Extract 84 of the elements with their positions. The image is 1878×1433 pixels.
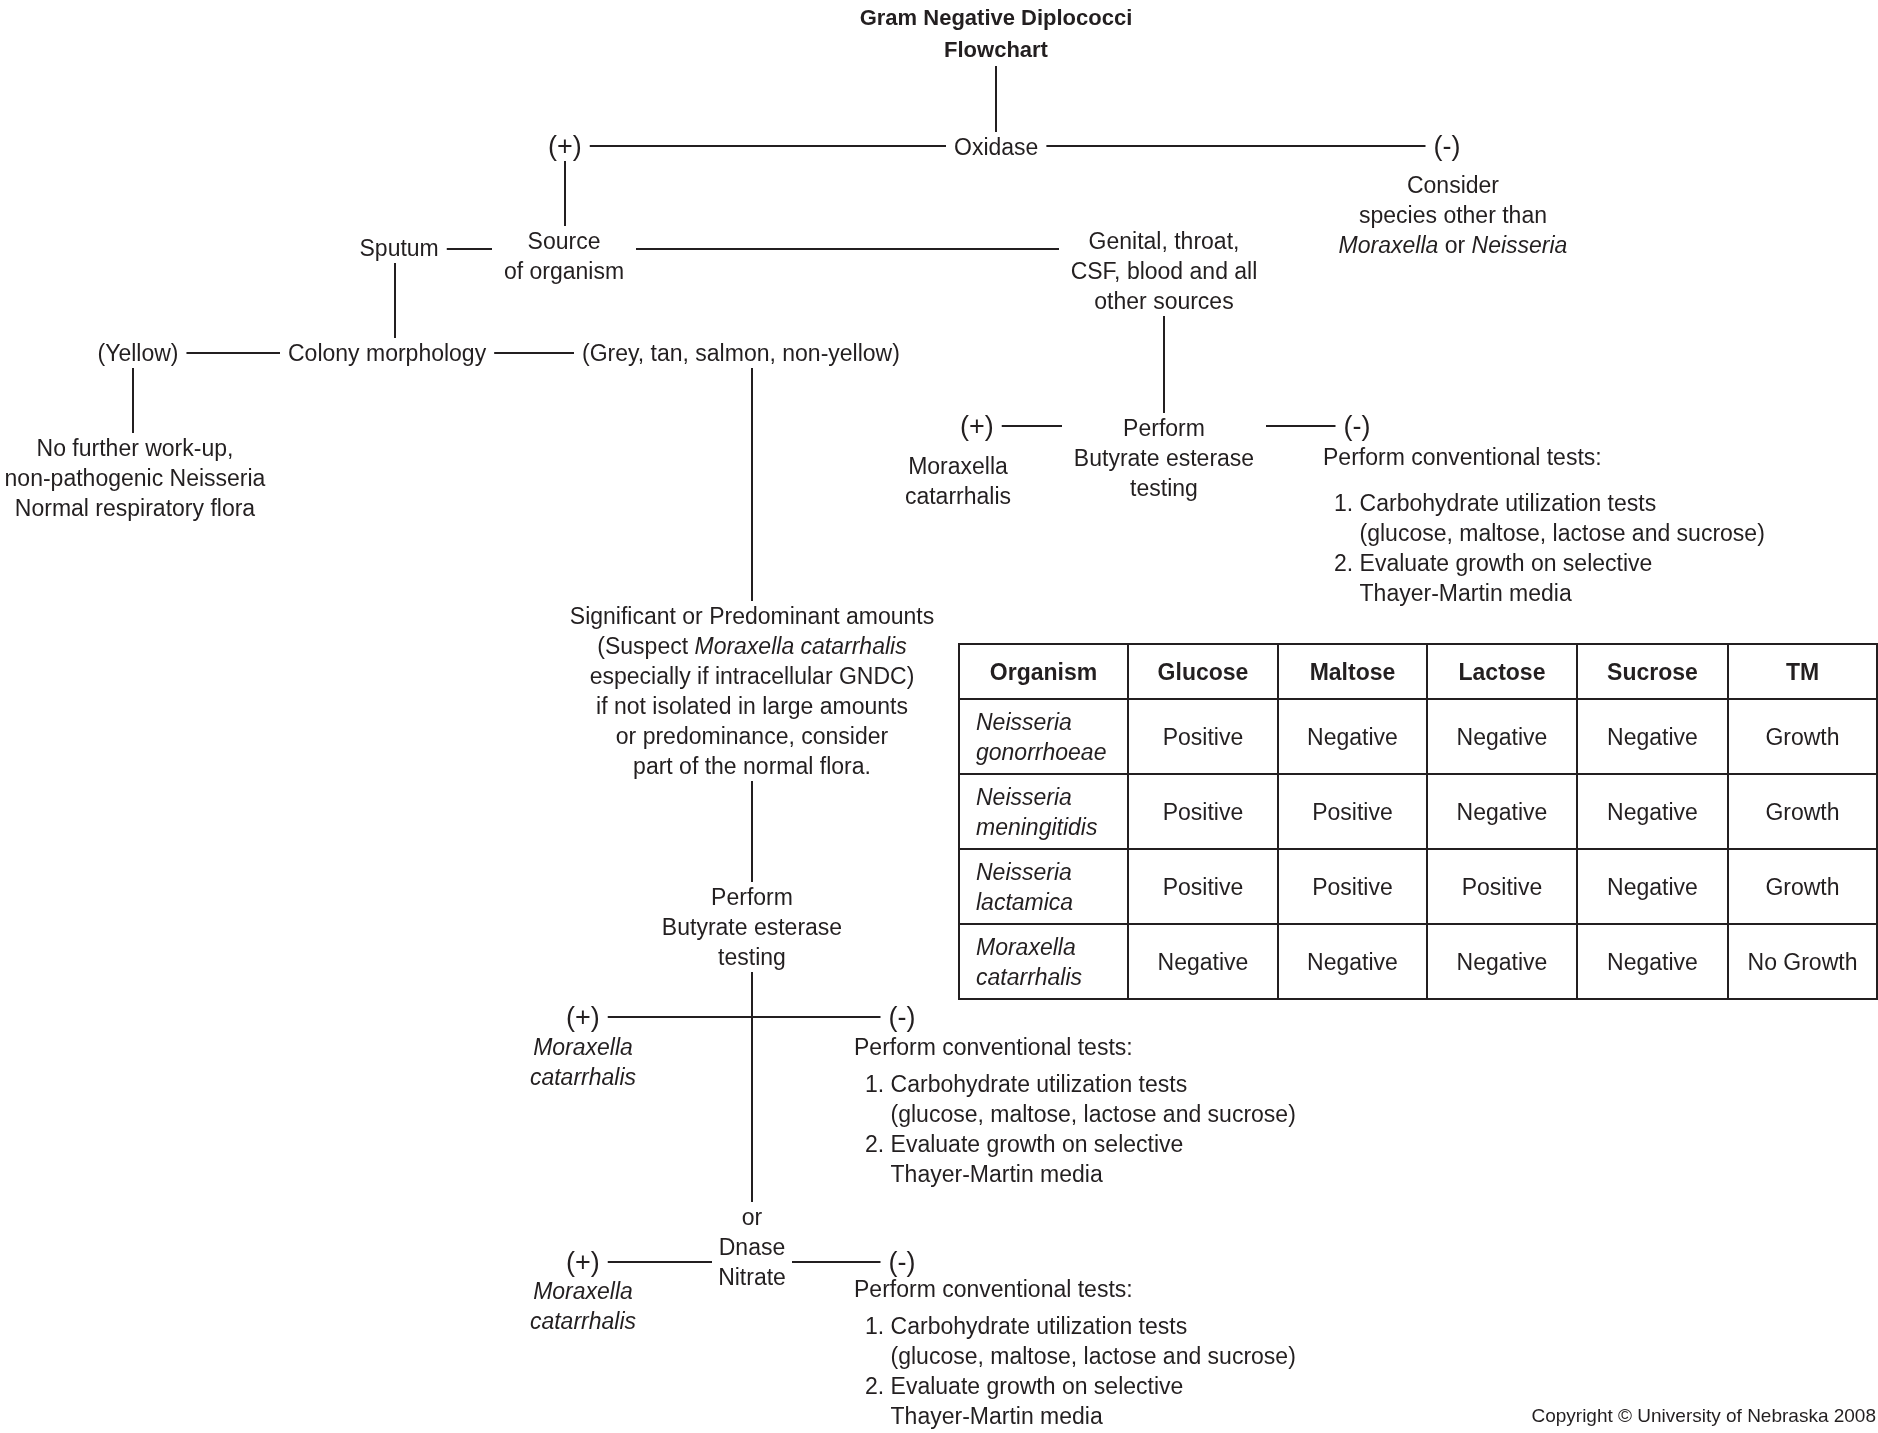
connector-line	[185, 352, 281, 354]
organism-name: Moraxella catarrhalis	[528, 1277, 638, 1336]
test-result: Negative	[1427, 774, 1577, 849]
connector-line	[445, 248, 493, 250]
numbered-step: 1. Carbohydrate utilization tests (glucose, maltose, lactose and sucrose)	[865, 1069, 1338, 1129]
numbered-step: 1. Carbohydrate utilization tests (glucose, maltose, lactose and sucrose)	[865, 1311, 1338, 1371]
organism-name: Neisseria meningitidis	[959, 774, 1128, 849]
connector-line	[751, 780, 753, 883]
test-result: Positive	[1427, 849, 1577, 924]
outcome-note: No further work-up, non-pathogenic Neisseria Normal respiratory flora	[0, 433, 270, 523]
test-step: Oxidase	[946, 132, 1047, 162]
test-result: Positive	[1278, 849, 1427, 924]
connector-line	[606, 1261, 713, 1263]
connector-line	[635, 248, 1060, 250]
instruction-heading: Perform conventional tests:	[854, 1276, 1133, 1304]
test-step: Perform Butyrate esterase testing	[650, 882, 854, 972]
copyright-note: Copyright © University of Nebraska 2008	[1531, 1404, 1876, 1428]
test-result: Negative	[1577, 774, 1728, 849]
alternative-note: or	[740, 1203, 764, 1232]
test-result: Positive	[1128, 849, 1278, 924]
connector-line	[995, 65, 997, 133]
connector-line	[1163, 315, 1165, 414]
test-result: Positive	[1128, 774, 1278, 849]
instruction-heading: Perform conventional tests:	[1323, 443, 1602, 472]
organism-name: Moraxella catarrhalis	[903, 452, 1013, 511]
result-sign: (-)	[880, 1002, 924, 1032]
test-result: Growth	[1728, 774, 1877, 849]
decision-step: Source of organism	[492, 226, 636, 286]
test-result: Negative	[1577, 699, 1728, 774]
connector-line	[394, 262, 396, 339]
test-result: Negative	[1577, 849, 1728, 924]
organism-name: Neisseria gonorrhoeae	[959, 699, 1128, 774]
column-header: Sucrose	[1577, 644, 1728, 699]
result-sign: (-)	[880, 1247, 924, 1277]
connector-line	[132, 367, 134, 434]
connector-line	[1000, 425, 1063, 427]
outcome-note: Significant or Predominant amounts (Suspect Moraxella catarrhalis especially if intracellular GNDC) if not isolated in large amounts or predominance, consider part of the normal flora.	[557, 601, 947, 781]
colony-color: (Yellow)	[89, 338, 187, 368]
organism-name: Moraxella catarrhalis	[528, 1033, 638, 1092]
test-result: Negative	[1128, 924, 1278, 999]
test-result: Negative	[1427, 699, 1577, 774]
organism-name: Moraxella catarrhalis	[959, 924, 1128, 999]
colony-color: (Grey, tan, salmon, non-yellow)	[574, 338, 908, 368]
connector-line	[564, 160, 566, 227]
result-sign: (+)	[558, 1002, 608, 1032]
connector-line	[791, 1261, 882, 1263]
test-step: Dnase Nitrate	[712, 1232, 792, 1292]
column-header: Organism	[959, 644, 1128, 699]
test-result: Growth	[1728, 849, 1877, 924]
connector-line	[1045, 145, 1427, 147]
test-result: Negative	[1278, 699, 1427, 774]
test-result: Growth	[1728, 699, 1877, 774]
test-result: Negative	[1427, 924, 1577, 999]
test-result: Negative	[1278, 924, 1427, 999]
column-header: TM	[1728, 644, 1877, 699]
numbered-step: 2. Evaluate growth on selective Thayer-Martin media	[865, 1371, 1338, 1431]
column-header: Maltose	[1278, 644, 1427, 699]
connector-line	[751, 971, 753, 1203]
instruction-heading: Perform conventional tests:	[854, 1033, 1133, 1062]
specimen-source: Sputum	[351, 233, 447, 263]
connector-line	[588, 145, 947, 147]
flowchart-title: Gram Negative Diplococci Flowchart	[843, 2, 1149, 66]
note-text: Consider species other than Moraxella or Neisseria	[1337, 171, 1569, 260]
connector-line	[1265, 425, 1337, 427]
specimen-source: Genital, throat, CSF, blood and all other sources	[1059, 226, 1269, 316]
organism-name: Neisseria lactamica	[959, 849, 1128, 924]
result-sign: (+)	[540, 131, 590, 161]
numbered-step: 2. Evaluate growth on selective Thayer-Martin media	[1334, 548, 1807, 608]
test-result: Negative	[1577, 924, 1728, 999]
column-header: Glucose	[1128, 644, 1278, 699]
test-result: Positive	[1278, 774, 1427, 849]
test-result: Positive	[1128, 699, 1278, 774]
test-result: No Growth	[1728, 924, 1877, 999]
numbered-step: 1. Carbohydrate utilization tests (glucose, maltose, lactose and sucrose)	[1334, 488, 1807, 548]
test-step: Perform Butyrate esterase testing	[1062, 413, 1266, 503]
result-sign: (-)	[1425, 131, 1469, 161]
result-sign: (+)	[952, 411, 1002, 441]
connector-line	[493, 352, 575, 354]
result-sign: (-)	[1335, 411, 1379, 441]
connector-line	[751, 367, 753, 602]
test-step: Colony morphology	[280, 338, 495, 368]
numbered-step: 2. Evaluate growth on selective Thayer-Martin media	[865, 1129, 1338, 1189]
result-sign: (+)	[558, 1247, 608, 1277]
column-header: Lactose	[1427, 644, 1577, 699]
